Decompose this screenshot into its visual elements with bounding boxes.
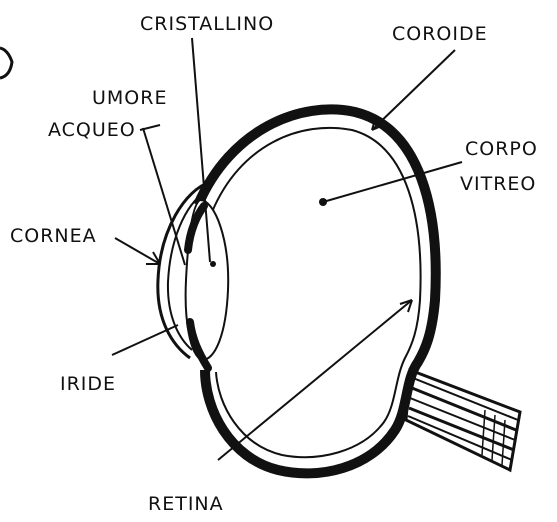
eyeball-choroid — [198, 109, 436, 473]
stray-mark — [0, 48, 12, 78]
leader-acqueo-tail — [140, 125, 160, 130]
label-cristallino: CRISTALLINO — [140, 13, 274, 35]
label-coroide: COROIDE — [392, 23, 488, 45]
label-corpo: CORPO — [465, 138, 538, 160]
label-cornea: CORNEA — [10, 225, 97, 247]
label-acqueo: ACQUEO — [48, 119, 136, 141]
leader-cornea — [115, 238, 160, 264]
label-iride: IRIDE — [60, 373, 116, 395]
label-retina: RETINA — [148, 493, 224, 515]
label-umore: UMORE — [92, 87, 167, 109]
label-vitreo: VITREO — [460, 173, 536, 195]
leader-corpo-vitreo — [323, 162, 462, 202]
leader-retina — [218, 300, 412, 460]
leader-coroide — [372, 50, 455, 130]
retina-layer — [212, 128, 421, 457]
optic-nerve — [406, 370, 520, 470]
leader-iride — [112, 325, 178, 355]
